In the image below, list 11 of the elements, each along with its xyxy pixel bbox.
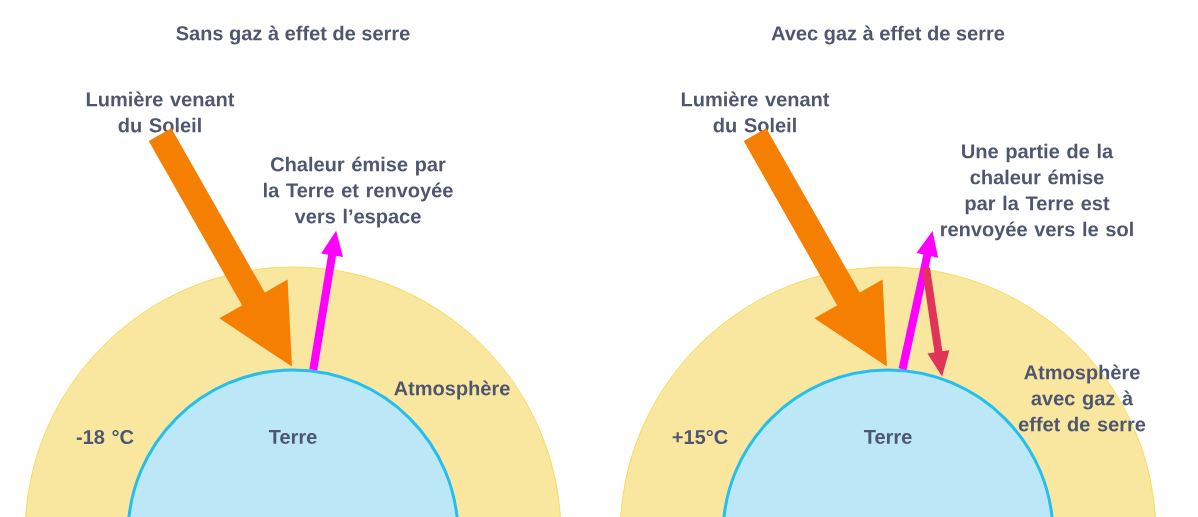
caption-text: Une partie de la chaleur émise par la Terre est renvoyée vers le sol: [941, 143, 1133, 241]
caption-text: Lumière venant du Soleil: [681, 91, 830, 133]
earth-label: Terre: [268, 430, 317, 444]
earth-label: Terre: [863, 430, 912, 444]
caption-text: Lumière venant du Soleil: [86, 91, 235, 133]
caption-text: Chaleur émise par la Terre et renvoyée vers l’espace: [264, 156, 453, 228]
temperature-label: -18 °C: [76, 429, 134, 445]
atmosphere-label: Atmosphère: [394, 380, 510, 400]
panel-title: Avec gaz à effet de serre: [771, 25, 1005, 45]
panel-title: Sans gaz à effet de serre: [176, 25, 410, 45]
temperature-label: +15°C: [672, 429, 728, 445]
